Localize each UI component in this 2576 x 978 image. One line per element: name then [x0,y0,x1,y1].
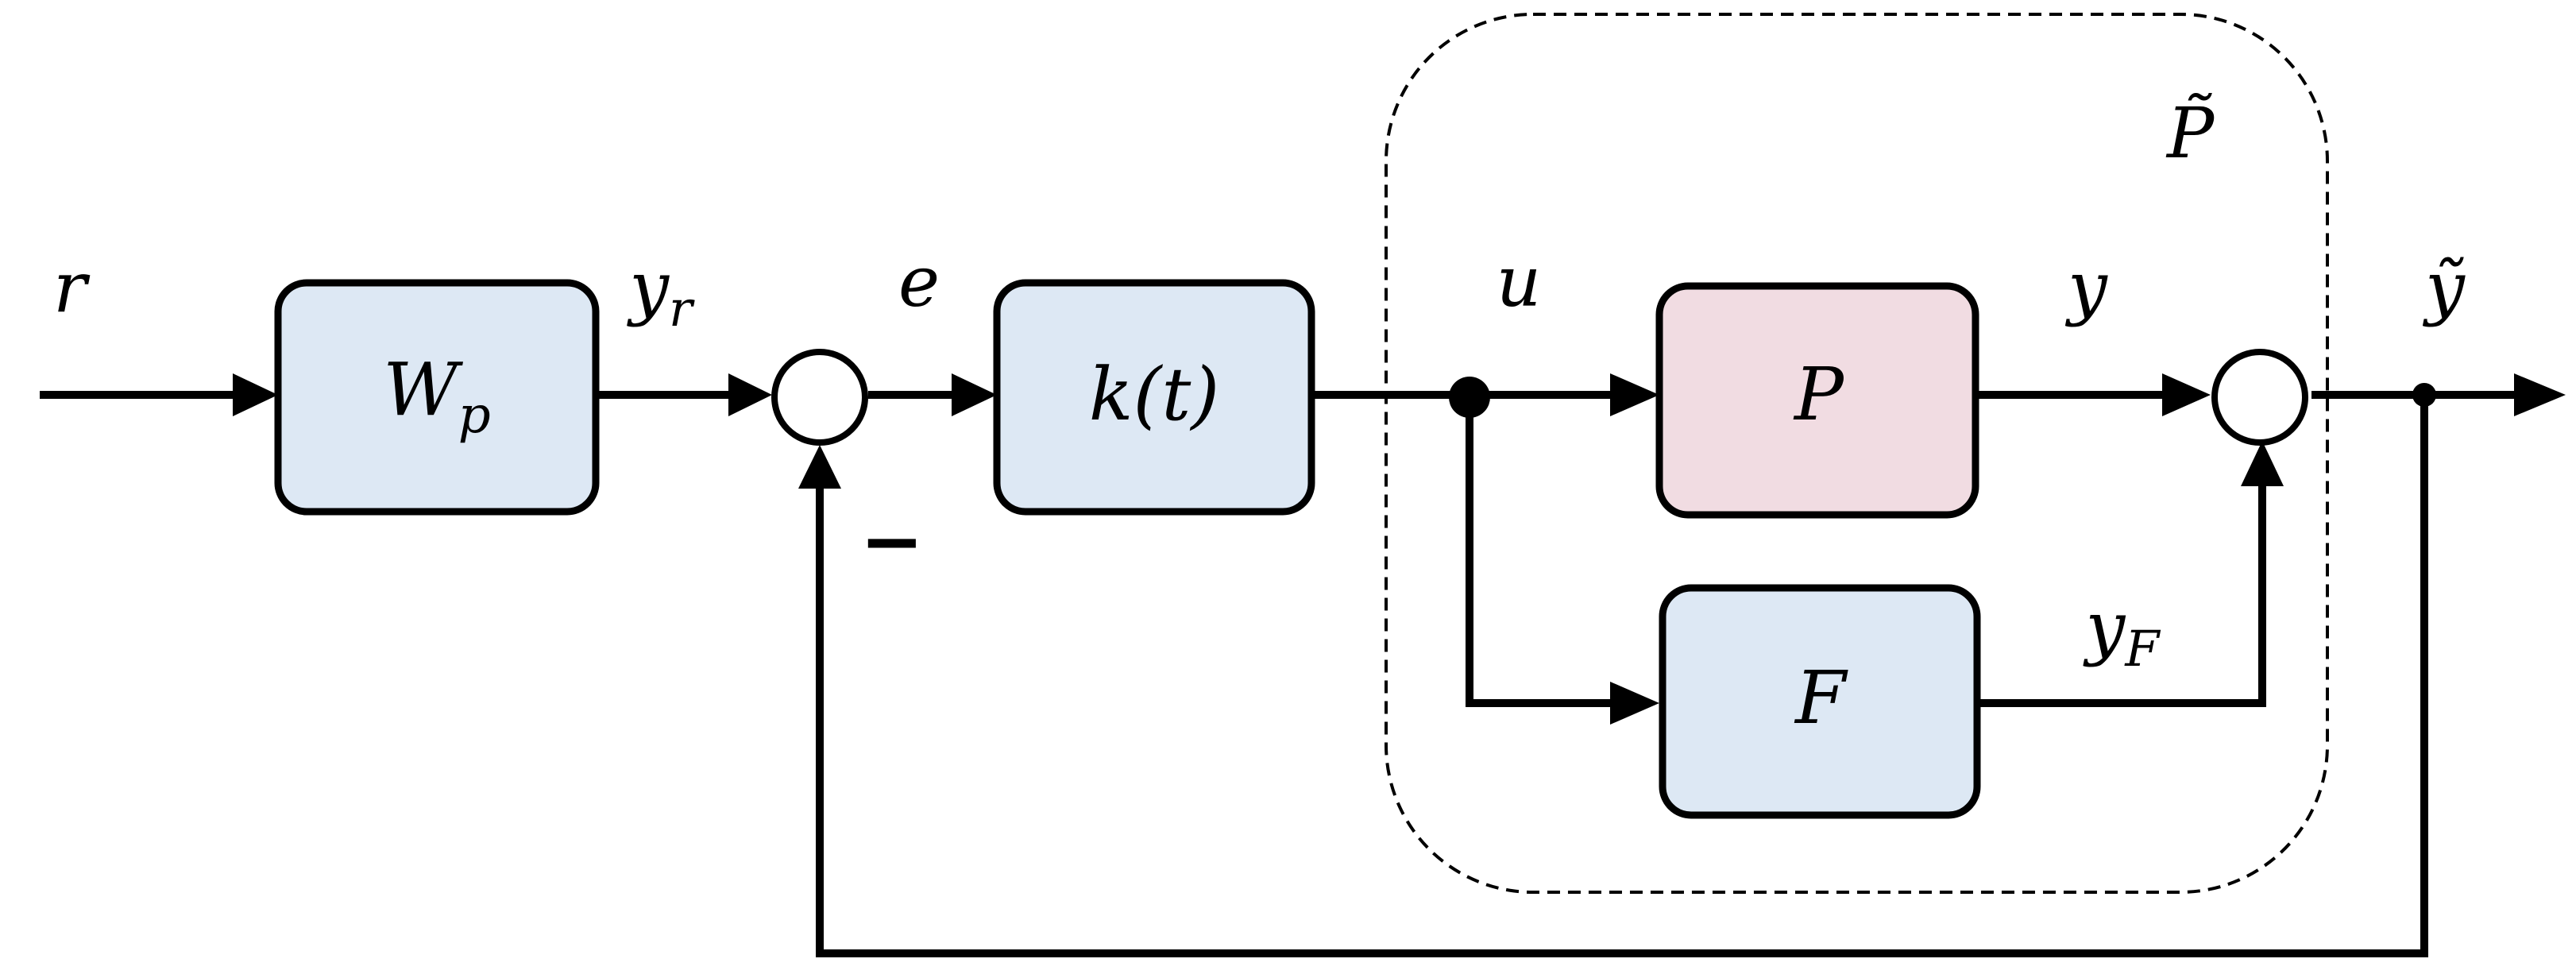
signal-label-yf: yF [2083,586,2161,678]
block-wp [274,279,600,516]
signal-label-e: e [898,241,940,323]
feedback-minus-sign: − [860,497,924,586]
wire-feedback [816,395,2428,957]
arrowhead-u-to-f [1610,682,1659,725]
block-k [993,279,1315,516]
signal-label-ytilde: ỹ [2422,246,2466,328]
arrowheads [233,373,2566,725]
block-k-label: k(t) [1089,352,1220,437]
branch-point-u [1449,377,1490,418]
summing-junction-output [2211,349,2308,446]
block-p [1655,282,1979,519]
arrowhead-yf [2241,441,2284,486]
block-f [1659,584,1981,819]
signal-label-r: r [53,246,91,328]
block-f-label: F [1794,655,1848,740]
arrowhead-y [2162,373,2211,416]
arrowhead-ytilde [2514,373,2566,416]
branch-point-ytilde [2412,383,2436,407]
summing-junction-error [771,349,868,446]
block-p-label: P [1793,352,1845,437]
arrowhead-e [952,373,997,416]
arrowhead-r [233,373,278,416]
block-wp-label: Wp [383,347,491,445]
signal-label-u: u [1497,241,1542,323]
wire-u-to-f [1466,395,1620,707]
signal-label-yr: yr [626,246,695,338]
augmented-plant-group [1385,13,2329,894]
signal-label-y: y [2064,246,2108,328]
signal-wires [40,391,2518,957]
arrowhead-yr [728,373,772,416]
wire-yf [1978,473,2266,707]
arrowhead-u [1610,373,1659,416]
augmented-plant-label: P̃ [2165,92,2215,174]
arrowhead-feedback [798,445,841,489]
